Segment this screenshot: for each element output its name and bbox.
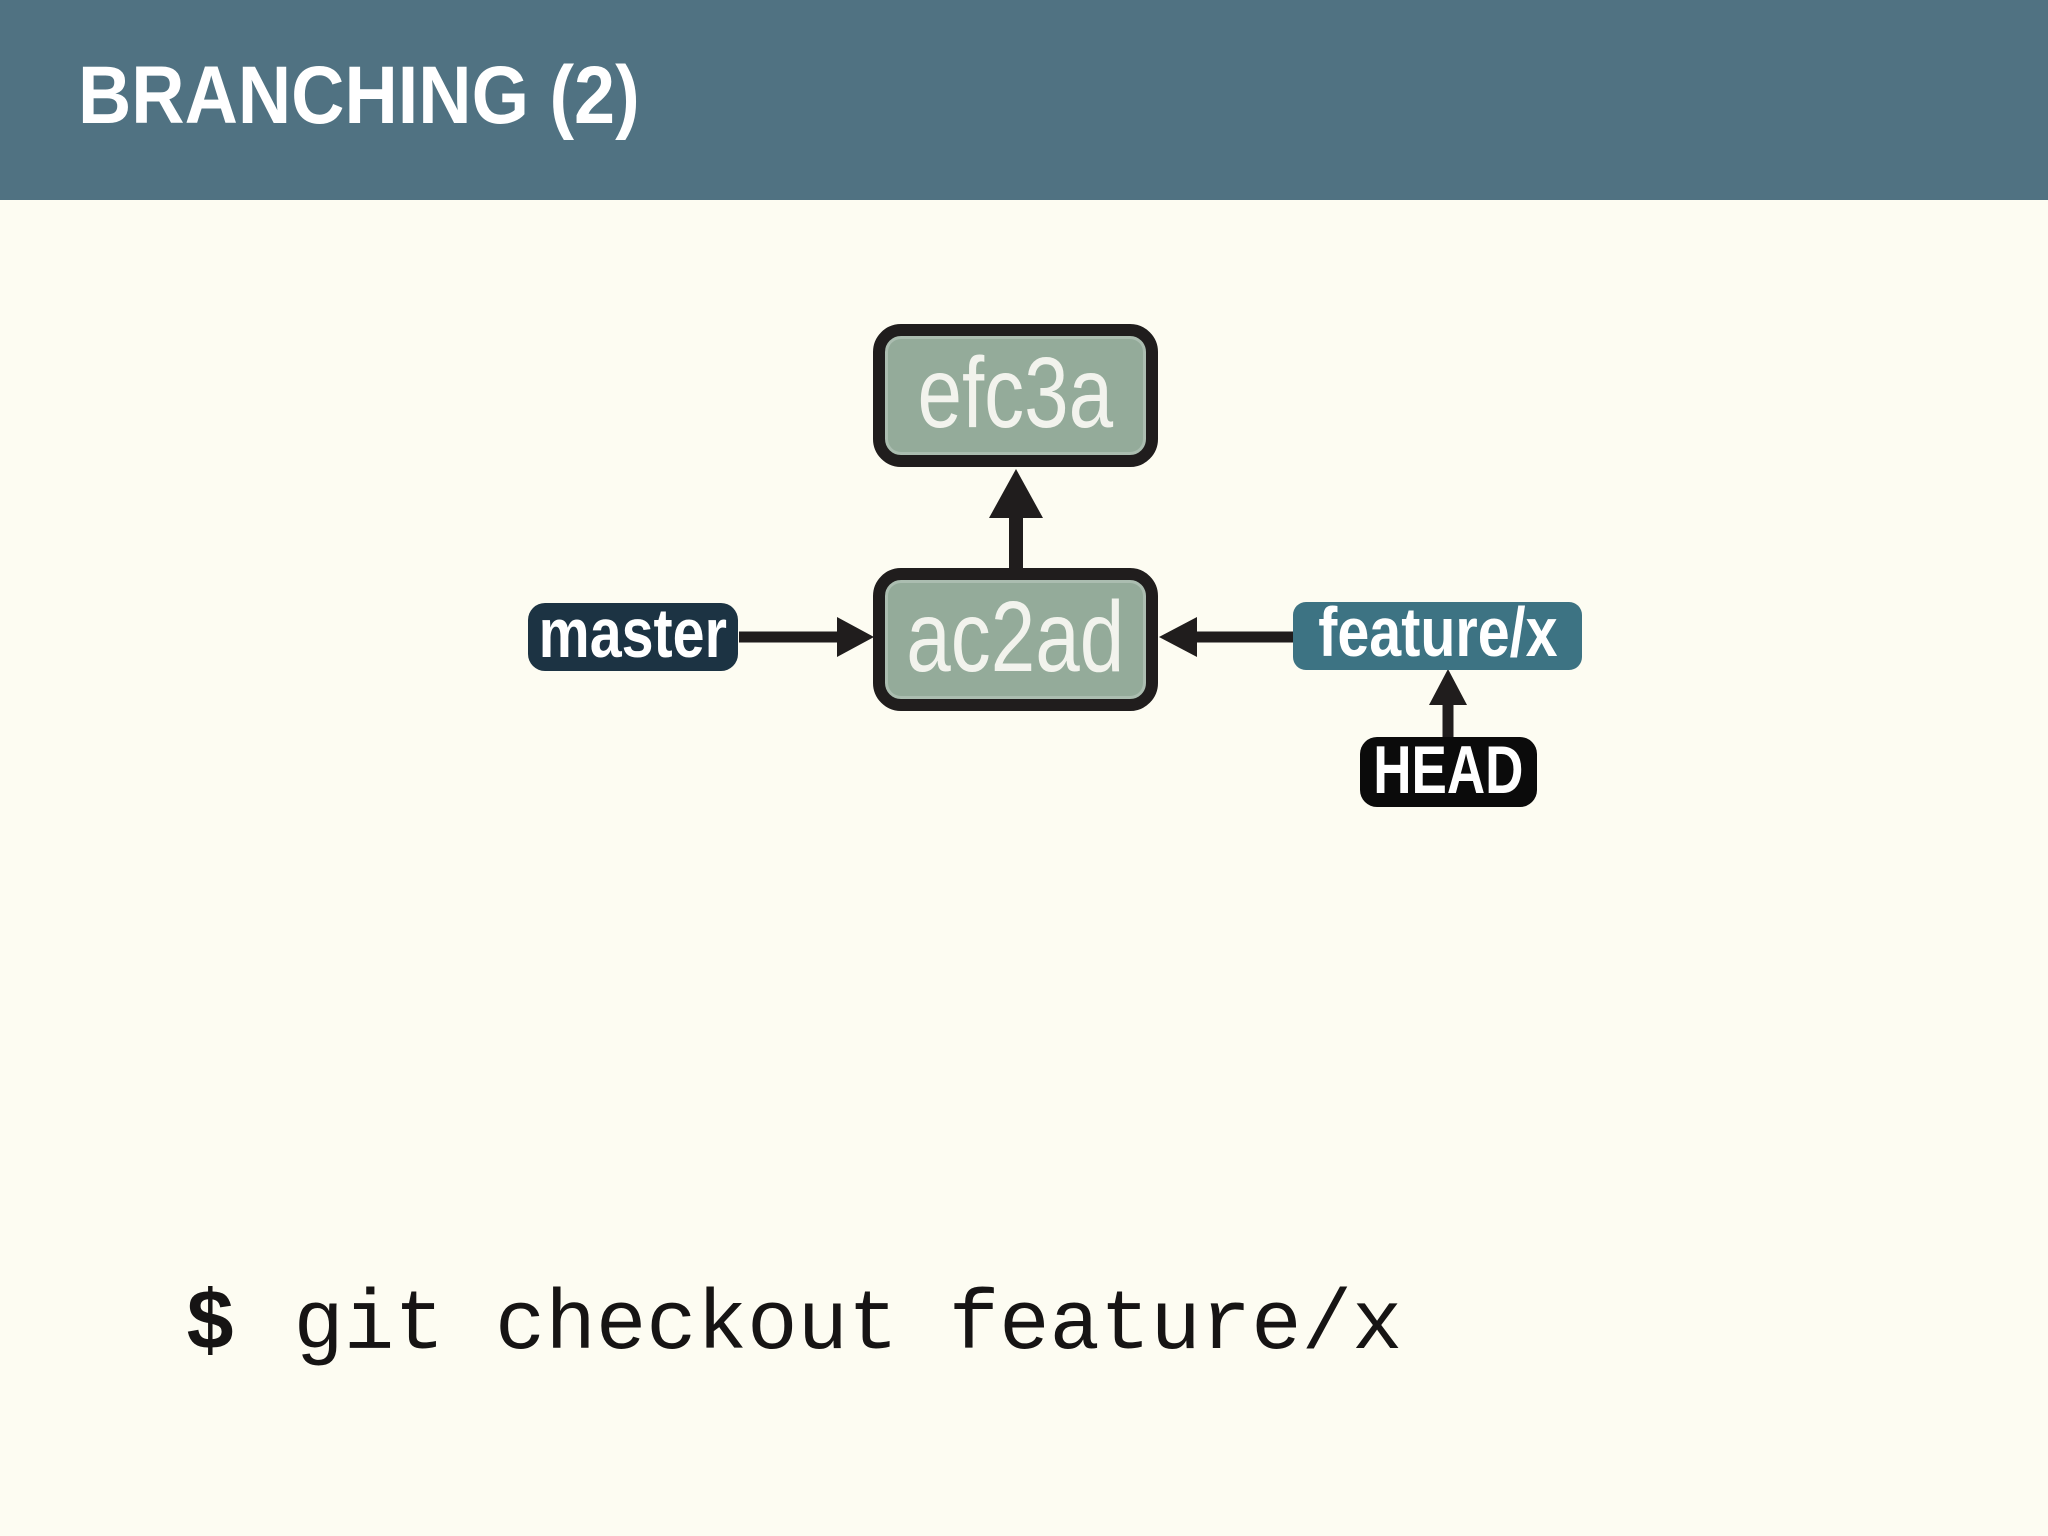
slide-title: BRANCHING (2) [78,50,640,141]
branch-name: master [538,594,728,672]
branch-label-feature-x: feature/x [1293,597,1582,670]
arrow-head-to-featurex-icon [1429,669,1467,739]
arrow-ac2ad-to-efc3a-icon [989,469,1043,568]
slide-header: BRANCHING (2) [0,0,2048,200]
prompt-symbol: $ [185,1279,236,1374]
head-label: HEAD [1360,732,1537,808]
commit-node-ac2ad: ac2ad [873,568,1158,711]
head-name: HEAD [1373,732,1524,808]
branch-label-master: master [528,598,738,671]
terminal-command-line: $ git checkout feature/x [185,1285,1402,1369]
commit-id: efc3a [917,336,1114,449]
arrow-featurex-to-ac2ad-icon [1159,617,1294,657]
branch-name: feature/x [1317,593,1558,671]
commit-node-efc3a: efc3a [873,324,1158,467]
command-text: git checkout feature/x [293,1279,1403,1374]
arrow-master-to-ac2ad-icon [739,617,874,657]
commit-id: ac2ad [906,580,1125,693]
